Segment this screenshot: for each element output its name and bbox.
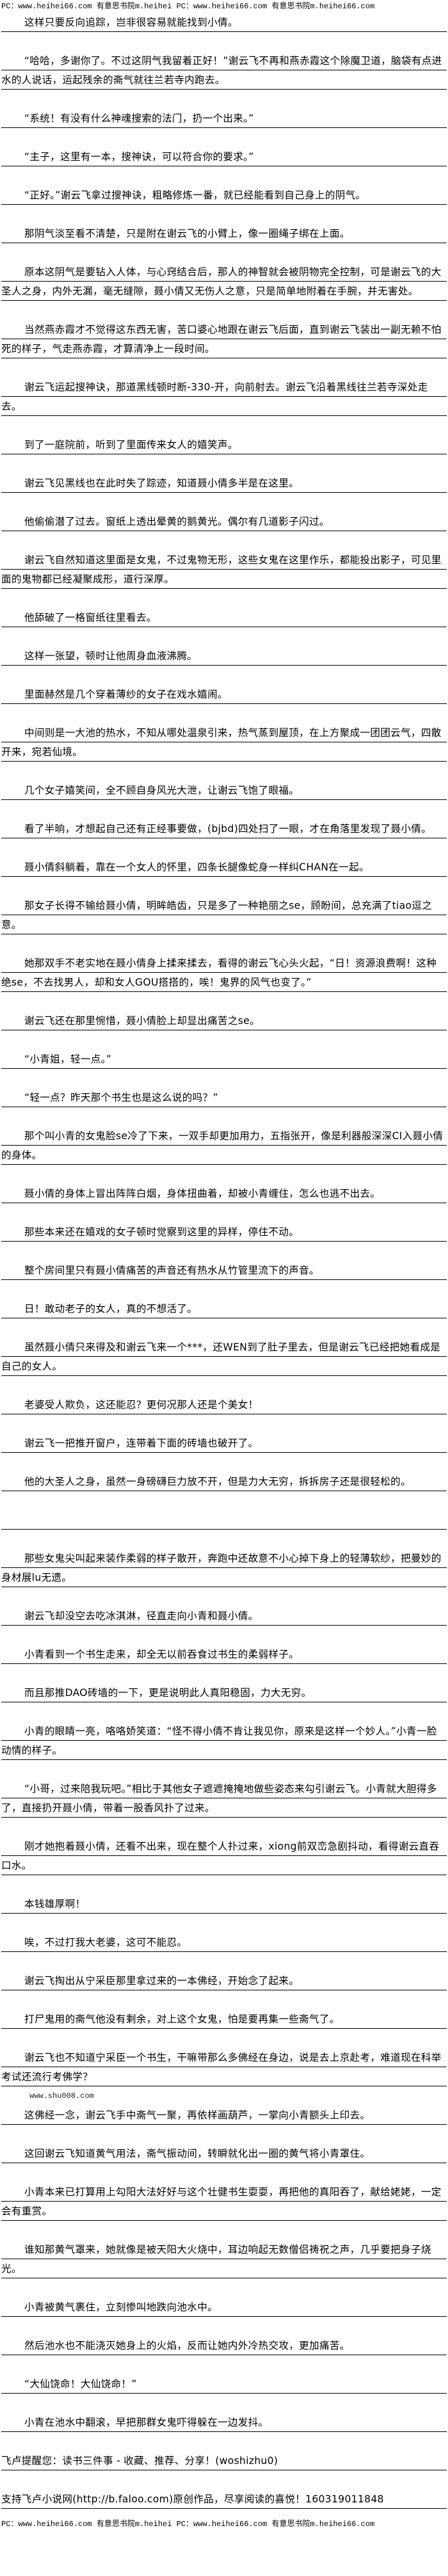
paragraph: 日！敢动老子的女人，真的不想活了。 xyxy=(1,1299,447,1318)
empty-paragraph xyxy=(1,1510,447,1530)
bottom-watermark: PC：www.heihei66.com 有意思书院m.heihei PC：www… xyxy=(1,2520,375,2529)
paragraph: 他偷偷潜了过去。窗纸上透出晕黄的鹅黄光。偶尔有几道影子闪过。 xyxy=(1,512,447,531)
paragraph: 小青看到一个书生走来，却全无以前吞食过书生的柔弱样子。 xyxy=(1,1645,447,1664)
paragraph: 虽然聂小倩只来得及和谢云飞来一个***，还WEN到了肚子里去，但是谢云飞已经把她… xyxy=(1,1338,447,1376)
paragraph: 里面赫然是几个穿着薄纱的女子在戏水嬉闹。 xyxy=(1,685,447,704)
chapter-content: 这样只要反向追踪，岂非很容易就能找到小倩。 “哈哈，多谢你了。不过这阴气我留着正好… xyxy=(0,13,448,2509)
paragraph: “大仙饶命！大仙饶命！” xyxy=(1,2374,447,2394)
paragraph: 那个叫小青的女鬼脸se冷了下来，一双手却更加用力，五指张开，像是利器般深深CI入… xyxy=(1,1126,447,1165)
paragraph: 小青本来已打算用上勾阳大法好好与这个壮健书生耍耍，再把他的真阳吞了，献给姥姥，一… xyxy=(1,2182,447,2221)
paragraph: 他舔破了一格窗纸往里看去。 xyxy=(1,608,447,627)
paragraph: 当然燕赤霞才不觉得这东西无害，苦口婆心地跟在谢云飞后面，直到谢云飞装出一副无赖不… xyxy=(1,320,447,358)
paragraph: 老婆受人欺负，这还能忍？更何况那人还是个美女！ xyxy=(1,1395,447,1414)
footer-note: 支持飞卢小说网(http://b.faloo.com)原创作品，尽享阅读的喜悦！… xyxy=(1,2490,447,2509)
paragraph: 唉，不过打我大老婆，这可不能忍。 xyxy=(1,1933,447,1952)
paragraph: 刚才她抱着聂小倩，还看不出来，现在整个人扑过来，xiong前双峦急剧抖动，看得谢… xyxy=(1,1837,447,1875)
paragraph: 谢云飞也不知道宁采臣一个书生，干嘛带那么多佛经在身边，说是去上京赴考，难道现在科… xyxy=(1,2048,447,2086)
paragraph: 这回谢云飞知道黄气用法，斋气振动间，转瞬就化出一圈的黄气将小青罩住。 xyxy=(1,2144,447,2163)
paragraph: 整个房间里只有聂小倩痛苦的声音还有热水从竹管里流下的声音。 xyxy=(1,1261,447,1280)
paragraph: 谢云飞自然知道这里面是女鬼，不过鬼物无形，这些女鬼在这里作乐，都能投出影子，可见… xyxy=(1,550,447,589)
paragraph: 谁知那黄气罩来，她就像是被天阳大火烧中，耳边响起无数僧侣祷祝之声，几乎要把身子烧… xyxy=(1,2240,447,2278)
paragraph: 这样只要反向追踪，岂非很容易就能找到小倩。 xyxy=(1,13,447,32)
paragraph: “轻一点？昨天那个书生也是这么说的吗？” xyxy=(1,1088,447,1107)
paragraph: 到了一庭院前，听到了里面传来女人的嬉笑声。 xyxy=(1,435,447,454)
paragraph: 那些女鬼尖叫起来装作柔弱的样子散开，奔跑中还故意不小心掉下身上的轻薄软纱，把曼妙… xyxy=(1,1549,447,1587)
paragraph: 中间则是一大池的热水，不知从哪处温泉引来，热气蒸到屋顶，在上方聚成一团团云气，四… xyxy=(1,723,447,762)
paragraph: 谢云飞见黑线也在此时失了踪迹，知道聂小倩多半是在这里。 xyxy=(1,474,447,493)
site-url-mark: www.shu008.com xyxy=(29,2092,94,2100)
top-watermark: PC：www.heihei66.com 有意思书院m.heihei PC：www… xyxy=(1,2,375,11)
paragraph: 这佛经一念，谢云飞手中斋气一聚，再依样画葫芦，一掌向小青额头上印去。 xyxy=(1,2106,447,2125)
paragraph: 谢云飞还在那里惋惜，聂小倩脸上却显出痛苦之se。 xyxy=(1,1011,447,1030)
paragraph: 那阴气淡至看不清楚，只是附在谢云飞的小臂上，像一圈绳子绑在上面。 xyxy=(1,224,447,243)
paragraph: 聂小倩斜躺着，靠在一个女人的怀里，四条长腿像蛇身一样纠CHAN在一起。 xyxy=(1,858,447,877)
paragraph: 然后池水也不能浇灭她身上的火焰，反而让她内外冷热交攻，更加痛苦。 xyxy=(1,2336,447,2355)
paragraph: 聂小倩的身体上冒出阵阵白烟，身体扭曲着，却被小青缠住，怎么也逃不出去。 xyxy=(1,1184,447,1203)
paragraph: 几个女子嬉笑间，全不顾自身风光大泄，让谢云飞饱了眼福。 xyxy=(1,781,447,800)
paragraph: 原本这阴气是要钻入人体，与心窍结合后，那人的神智就会被阴物完全控制，可是谢云飞的… xyxy=(1,262,447,301)
paragraph: 他的大圣人之身，虽然一身磅礴巨力放不开，但是力大无穷，拆拆房子还是很轻松的。 xyxy=(1,1472,447,1491)
paragraph: 谢云飞掏出从宁采臣那里拿过来的一本佛经，开始念了起来。 xyxy=(1,1971,447,1990)
paragraph: 谢云飞一把推开窗户，连带着下面的砖墙也破开了。 xyxy=(1,1434,447,1453)
paragraph: 谢云飞运起搜神诀，那道黑线顿时断-330-开，向前射去。谢云飞沿着黑线往兰若寺深… xyxy=(1,378,447,416)
paragraph: “小青姐，轻一点。” xyxy=(1,1050,447,1069)
paragraph: “系统！有没有什么神魂搜索的法门，扔一个出来。” xyxy=(1,109,447,128)
paragraph: 这样一张望，顿时让他周身血液沸腾。 xyxy=(1,646,447,666)
paragraph: 小青被黄气裹住，立刻惨叫地跌向池水中。 xyxy=(1,2298,447,2317)
paragraph: 她那双手不老实地在聂小倩身上揉来揉去，看得的谢云飞心头火起，“日！资源浪费啊！这… xyxy=(1,954,447,992)
paragraph: 打尸鬼用的斋气他没有剩余，对上这个女鬼，怕是要再集一些斋气了。 xyxy=(1,2010,447,2029)
paragraph: 那些本来还在嬉戏的女子顿时觉察到这里的异样，停住不动。 xyxy=(1,1222,447,1242)
paragraph: 本钱雄厚啊！ xyxy=(1,1894,447,1914)
footer-note: 飞卢提醒您：读书三件事 - 收藏、推荐、分享！(woshizhu0) xyxy=(1,2451,447,2470)
paragraph: 看了半晌，才想起自己还有正经事要做，(bjbd)四处扫了一眼，才在角落里发现了聂… xyxy=(1,819,447,838)
paragraph: “正好。”谢云飞拿过搜神诀，粗略修炼一番，就已经能看到自己身上的阴气。 xyxy=(1,186,447,205)
paragraph: “哈哈，多谢你了。不过这阴气我留着正好！”谢云飞不再和燕赤霞这个除魔卫道，脑袋有… xyxy=(1,51,447,90)
paragraph: 小青在池水中翻滚，早把那群女鬼吓得躲在一边发抖。 xyxy=(1,2413,447,2432)
paragraph: 那女子长得不输给聂小倩，明眸皓齿，只是多了一种艳丽之se，顾盼间，总充满了tia… xyxy=(1,896,447,934)
paragraph: 而且那推DAO砖墙的一下，更是说明此人真阳稳固，力大无穷。 xyxy=(1,1683,447,1702)
paragraph: 小青的眼睛一亮，咯咯娇笑道：“怪不得小倩不肯让我见你，原来是这样一个妙人。”小青… xyxy=(1,1722,447,1760)
paragraph: “小哥，过来陪我玩吧。”相比于其他女子遮遮掩掩地做些姿态来勾引谢云飞。小青就大胆… xyxy=(1,1779,447,1818)
paragraph: 谢云飞却没空去吃冰淇淋，径直走向小青和聂小倩。 xyxy=(1,1606,447,1626)
paragraph: “主子，这里有一本，搜神诀，可以符合你的要求。” xyxy=(1,147,447,166)
